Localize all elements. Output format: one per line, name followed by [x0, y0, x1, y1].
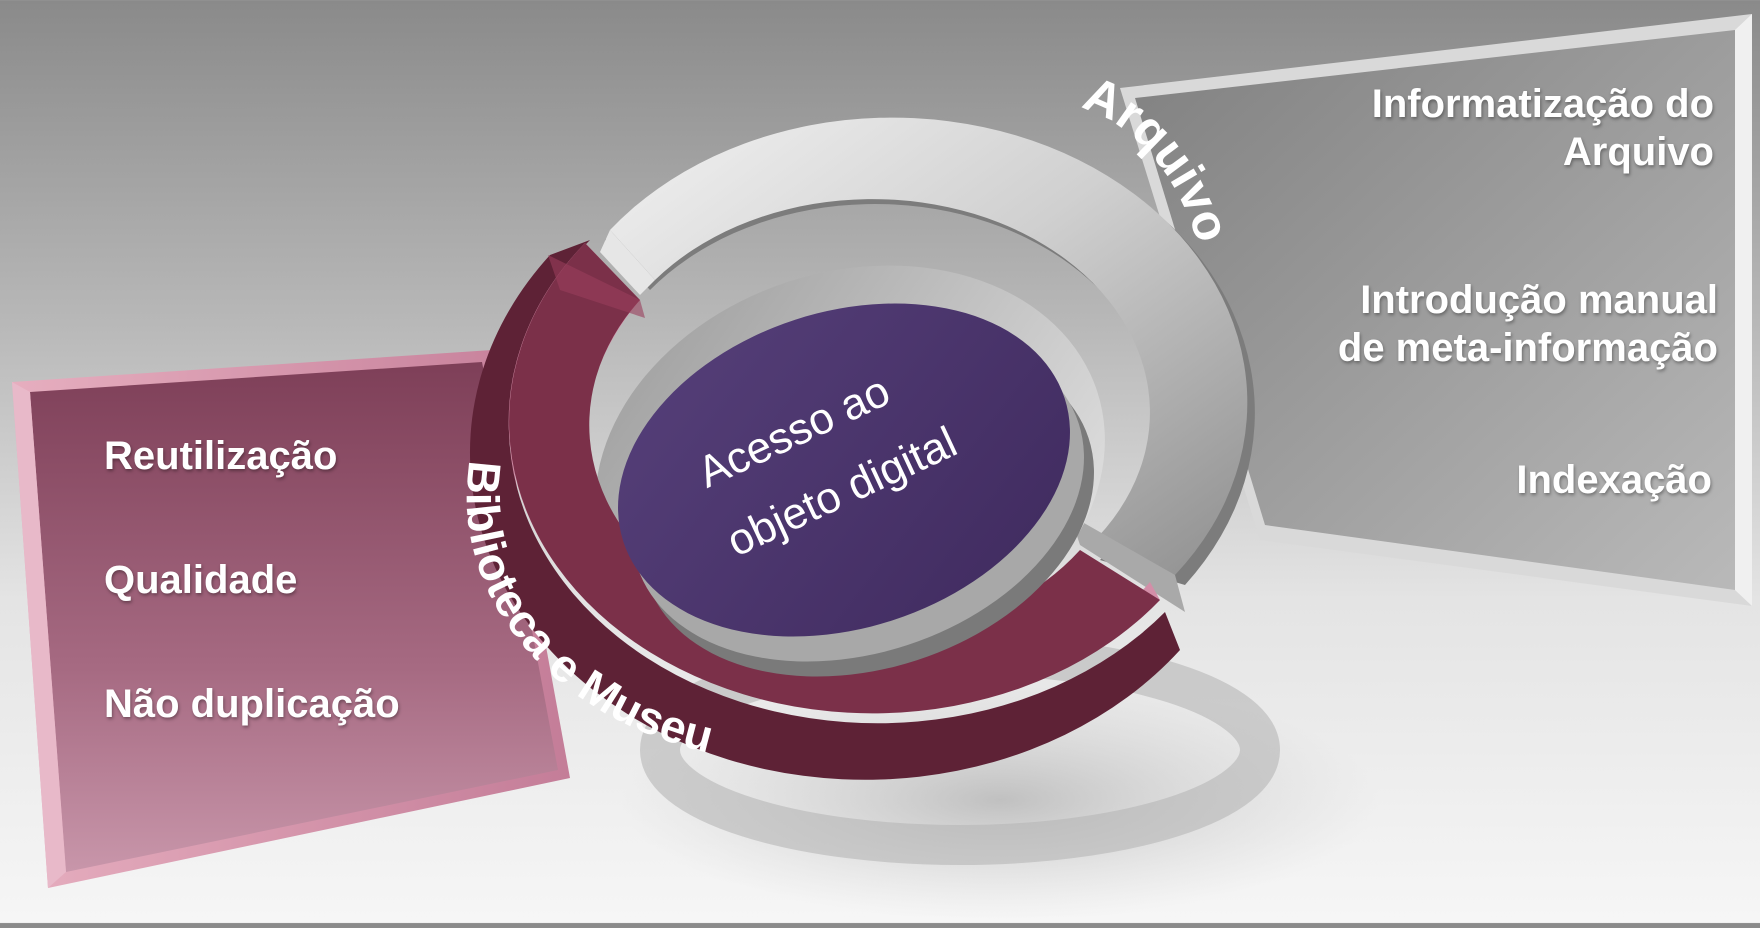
center-disc	[618, 303, 1094, 677]
right-item-archive-computerization: Informatização do Arquivo	[1372, 80, 1714, 176]
right-item-archive-computerization-line1: Informatização do	[1371, 82, 1714, 126]
right-item-indexing: Indexação	[1516, 458, 1712, 502]
left-item-quality: Qualidade	[104, 558, 298, 602]
left-item-no-duplication: Não duplicação	[104, 682, 400, 726]
right-item-manual-metadata: Introdução manual de meta-informação	[1338, 276, 1718, 372]
left-panel	[12, 350, 570, 888]
right-panel	[1120, 14, 1752, 606]
archive-ring-segment	[600, 117, 1255, 612]
right-item-manual-metadata-line1: Introdução manual	[1360, 278, 1718, 322]
left-item-reuse: Reutilização	[104, 434, 338, 478]
right-item-archive-computerization-line2: Arquivo	[1562, 130, 1714, 174]
right-item-manual-metadata-line2: de meta-informação	[1337, 326, 1718, 370]
